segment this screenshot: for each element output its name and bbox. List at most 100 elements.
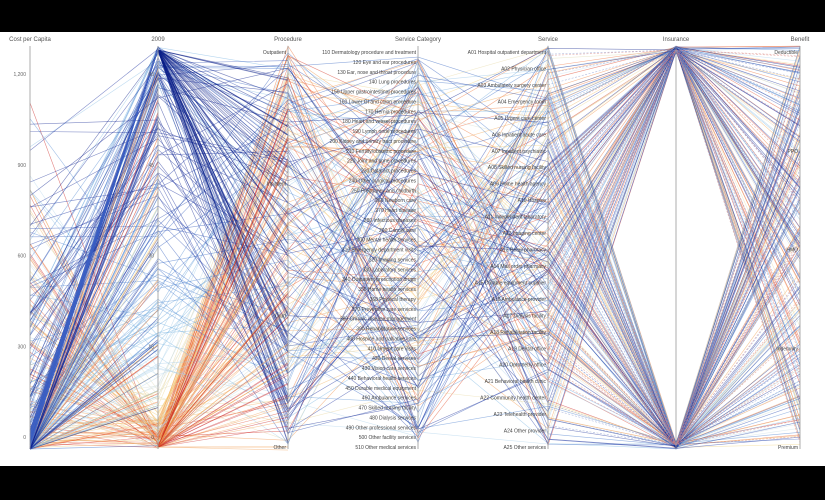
- axis-title: Insurance: [663, 37, 690, 43]
- data-line: [29, 49, 159, 432]
- category-label: A14 Mail order pharmacy: [490, 264, 546, 270]
- data-line: [29, 49, 159, 443]
- data-line: [29, 445, 159, 450]
- data-line: [29, 49, 159, 438]
- data-line: [157, 169, 289, 448]
- data-line: [157, 49, 289, 197]
- data-line: [157, 394, 289, 448]
- category-label: 500 Other facility services: [359, 435, 417, 441]
- data-line: [29, 49, 159, 443]
- axis-title: Procedure: [274, 37, 302, 43]
- category-label: Other: [273, 445, 286, 451]
- category-label: Indemnity: [776, 346, 798, 352]
- data-line: [547, 134, 801, 446]
- category-label: 380 Chronic disease management: [340, 317, 417, 323]
- data-line: [29, 49, 159, 432]
- category-label: A10 Hospice: [518, 198, 547, 204]
- data-line: [157, 446, 289, 451]
- data-line: [547, 176, 801, 446]
- data-line: [29, 49, 159, 432]
- category-label: 480 Dialysis services: [369, 415, 416, 421]
- data-line: [29, 180, 159, 450]
- data-line: [29, 357, 159, 450]
- data-line: [29, 49, 159, 448]
- data-line: [157, 420, 289, 448]
- category-label: 350 Home health services: [358, 287, 416, 293]
- data-line: [29, 349, 159, 450]
- category-label: 340 Outpatient prescription drugs: [342, 277, 416, 283]
- category-label: 220 Joint and bone procedures: [347, 159, 416, 165]
- category-label: A06 Inpatient acute care: [492, 132, 546, 138]
- data-line: [157, 49, 289, 144]
- data-line: [29, 49, 159, 435]
- category-label: 250 Pregnancy and childbirth: [351, 188, 416, 194]
- data-line: [29, 49, 159, 434]
- category-label: 420 Dental services: [372, 356, 416, 362]
- data-line: [157, 49, 289, 135]
- data-line: [157, 49, 289, 115]
- data-line: [29, 224, 159, 450]
- data-line: [157, 316, 289, 448]
- category-label: 360 Physical therapy: [370, 297, 417, 303]
- axis-title: Benefit: [791, 37, 810, 43]
- category-label: A22 Community health center: [480, 396, 546, 402]
- data-line: [547, 116, 801, 446]
- data-line: [29, 49, 159, 438]
- category-label: A03 Ambulatory surgery center: [477, 83, 546, 89]
- data-line: [157, 281, 289, 448]
- data-line: [29, 373, 159, 450]
- data-line: [29, 49, 159, 440]
- data-line: [29, 266, 159, 450]
- tick-label: 300: [18, 344, 27, 350]
- data-line: [157, 403, 289, 448]
- category-label: 470 Skilled nursing facility: [358, 406, 416, 412]
- data-line: [157, 49, 289, 165]
- data-line: [29, 390, 159, 450]
- data-line: [157, 49, 289, 253]
- data-line: [29, 49, 159, 448]
- axis-title: Service Category: [395, 37, 441, 43]
- data-line: [547, 165, 801, 446]
- data-line: [29, 49, 159, 430]
- category-label: 230 Cataract procedures: [361, 169, 417, 175]
- data-line: [29, 88, 159, 450]
- data-line: [29, 49, 159, 433]
- category-label: Premium: [778, 445, 798, 451]
- tick-label: 60: [148, 72, 154, 78]
- data-line: [29, 49, 159, 436]
- data-line: [547, 49, 801, 213]
- category-label: 370 Preventive care services: [352, 307, 417, 313]
- data-line: [157, 49, 289, 245]
- data-line: [29, 175, 159, 450]
- data-line: [157, 49, 289, 273]
- data-line: [157, 293, 289, 448]
- data-line: [29, 49, 159, 437]
- axis-5: Insurance: [663, 37, 690, 449]
- tick-label: 1,200: [13, 72, 26, 78]
- data-line: [157, 49, 289, 169]
- category-label: 130 Ear, nose and throat procedure: [337, 70, 416, 76]
- data-line: [547, 49, 801, 203]
- category-label: 320 Imaging services: [369, 257, 417, 263]
- data-line: [29, 49, 159, 435]
- data-line: [157, 383, 289, 448]
- data-line: [29, 49, 159, 435]
- category-label: 240 Other surgical procedures: [349, 178, 417, 184]
- data-line: [29, 402, 159, 450]
- data-line: [29, 49, 159, 443]
- category-label: 150 Upper gastrointestinal procedures: [331, 90, 416, 96]
- data-line: [29, 49, 159, 446]
- data-line: [29, 317, 159, 450]
- category-label: A16 Ambulance provider: [492, 297, 547, 303]
- category-label: 410 Urgent care visits: [368, 346, 417, 352]
- category-label: 460 Ambulance services: [362, 396, 417, 402]
- data-line: [547, 49, 801, 387]
- data-line: [29, 49, 159, 435]
- data-line: [29, 127, 159, 450]
- data-line: [29, 49, 159, 436]
- data-line: [29, 217, 159, 450]
- data-line: [29, 309, 159, 450]
- data-line: [157, 213, 289, 448]
- data-line: [29, 49, 159, 442]
